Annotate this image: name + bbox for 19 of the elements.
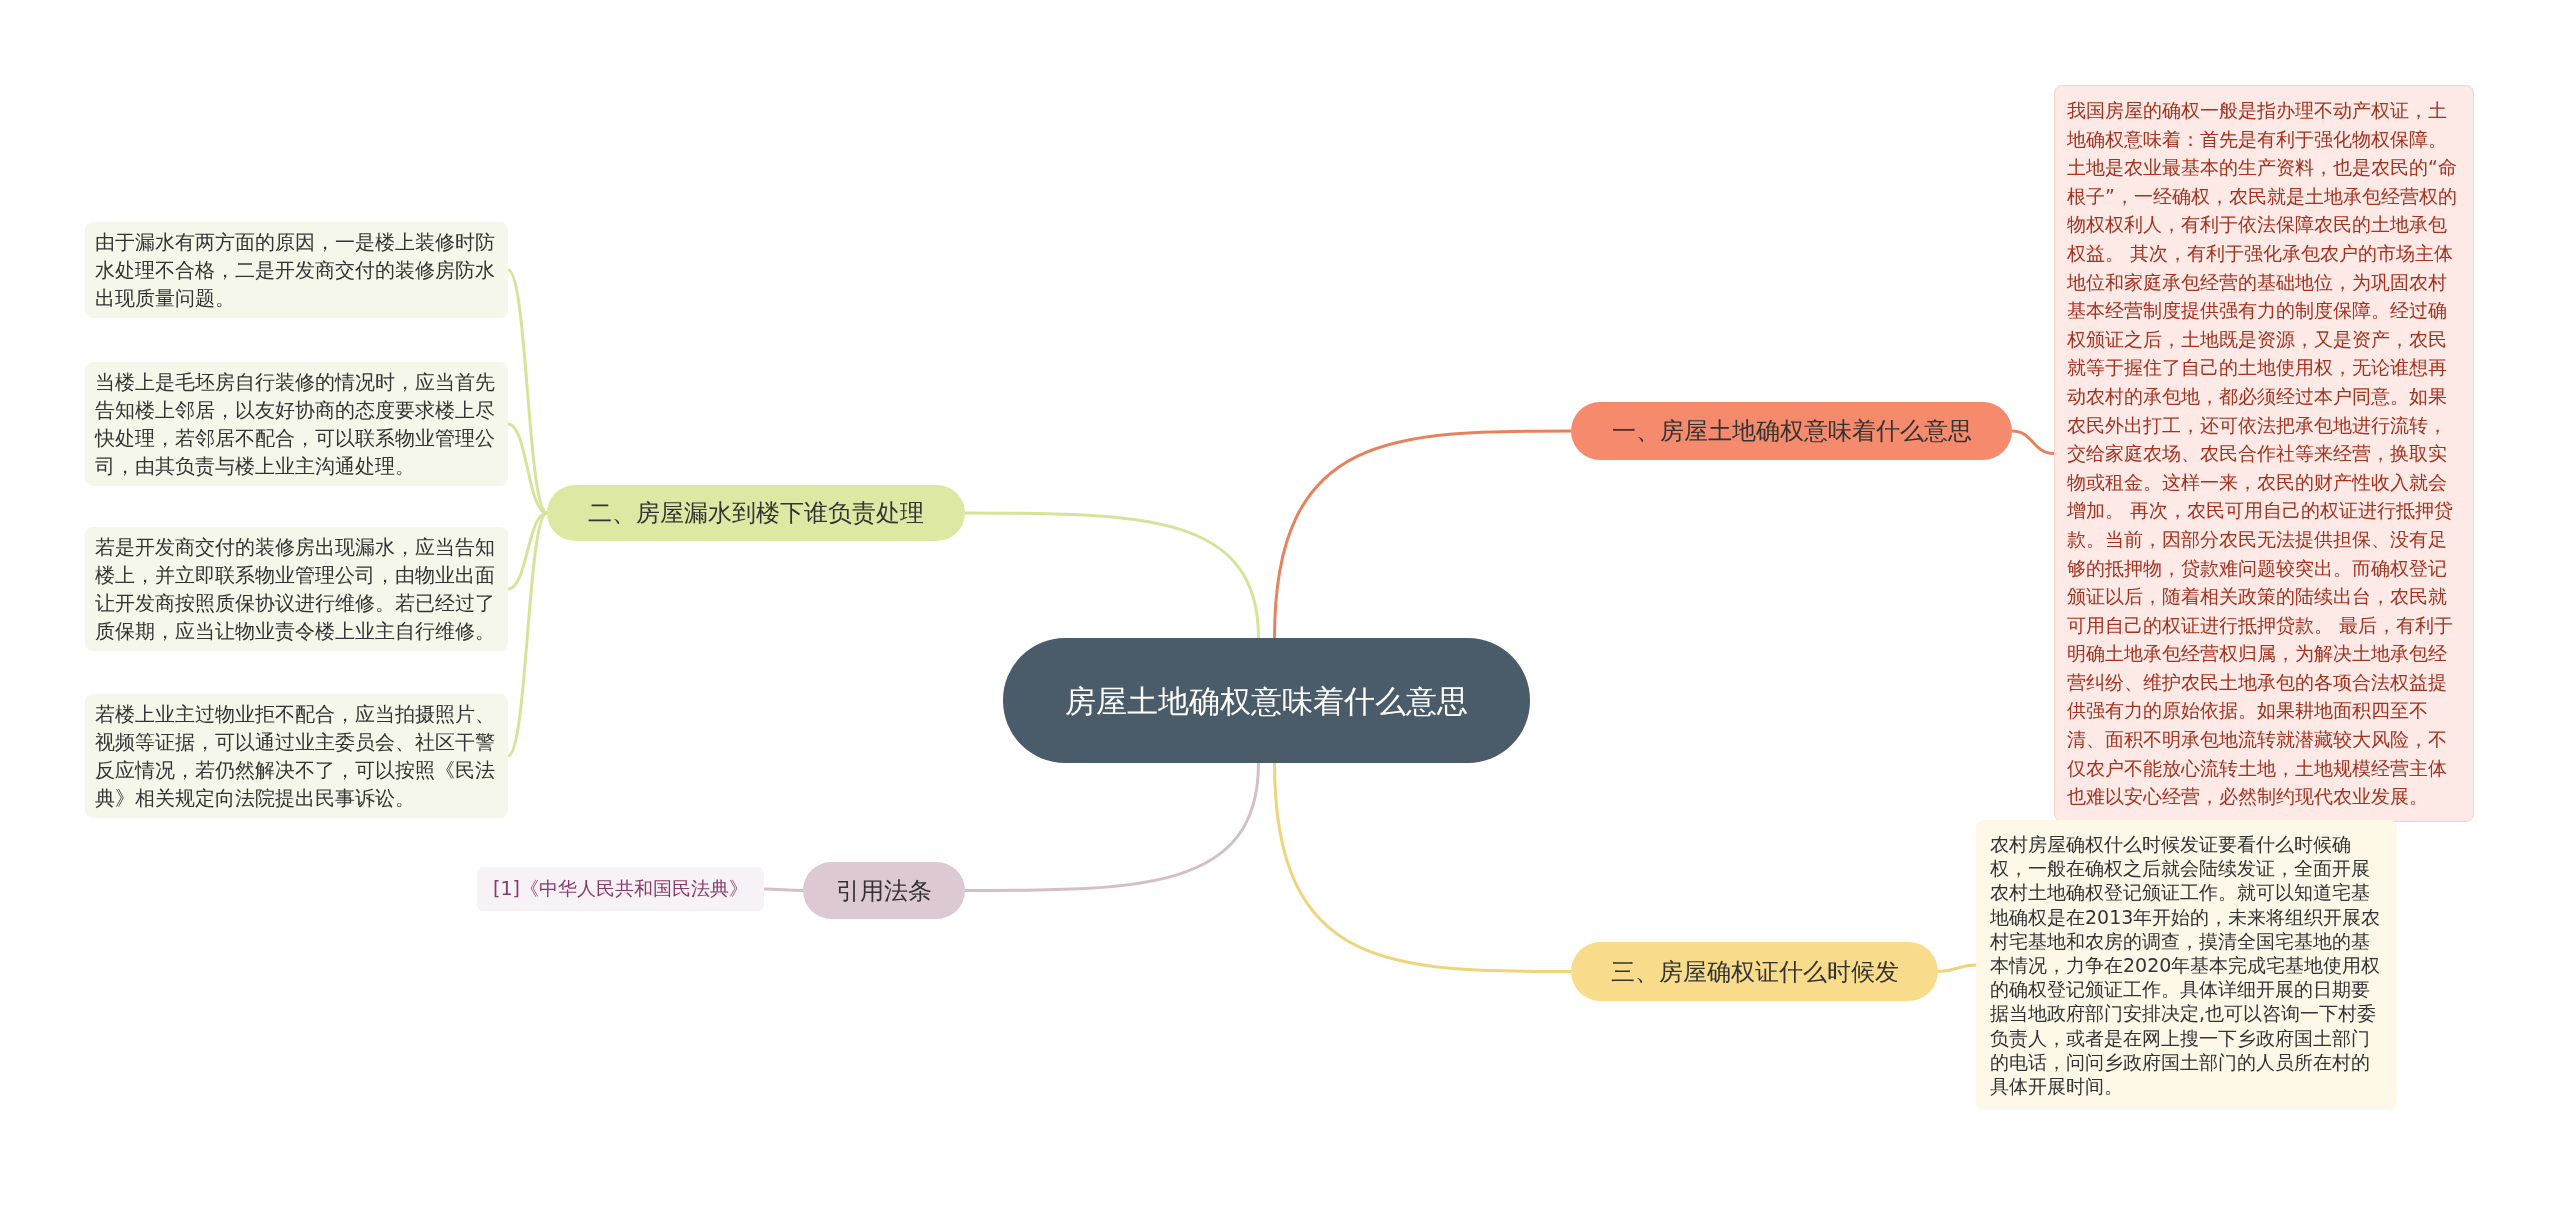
text-card: 农村房屋确权什么时候发证要看什么时候确权，一般在确权之后就会陆续发证，全面开展农村土地确权登记颁证工作。就可以知道宅基地确权是在2013年开始的，未来将组织开展农村宅基地和农房的调查，摸清全国宅基地的基本情况，力争在2020年基本完成宅基地使用权的确权登记颁证工作。具体详细开展的日期要据当地政府部门安排决定,也可以咨询一下村委负责人，或者是在网上搜一下乡政府国土部门的电话，问问乡政府国土部门的人员所在村的具体开展时间。 bbox=[1976, 820, 2397, 1111]
connector-line bbox=[2011, 429, 2055, 455]
connector-line bbox=[1273, 762, 1571, 973]
branch-label: 一、房屋土地确权意味着什么意思 bbox=[1571, 402, 2012, 460]
branch-label: 引用法条 bbox=[803, 862, 965, 919]
text-card: 由于漏水有两方面的原因，一是楼上装修时防水处理不合格，二是开发商交付的装修房防水出现质量问题。 bbox=[85, 222, 508, 318]
branch-label: 二、房屋漏水到楼下谁负责处理 bbox=[547, 485, 965, 541]
text-card: 若是开发商交付的装修房出现漏水，应当告知楼上，并立即联系物业管理公司，由物业出面让开发商按照质保协议进行维修。若已经过了质保期，应当让物业责令楼上业主自行维修。 bbox=[85, 527, 508, 651]
connector-line bbox=[764, 887, 803, 892]
text-card: 若楼上业主过物业拒不配合，应当拍摄照片、视频等证据，可以通过业主委员会、社区干警反应情况，若仍然解决不了，可以按照《民法典》相关规定向法院提出民事诉讼。 bbox=[85, 694, 508, 818]
central-topic-bubble: 房屋土地确权意味着什么意思 bbox=[1003, 638, 1530, 763]
connector-line bbox=[1273, 429, 1571, 639]
text-card: 当楼上是毛坯房自行装修的情况时，应当首先告知楼上邻居，以友好协商的态度要求楼上尽快处理，若邻居不配合，可以联系物业管理公司，由其负责与楼上业主沟通处理。 bbox=[85, 362, 508, 486]
connector-line bbox=[965, 762, 1260, 892]
text-card: 我国房屋的确权一般是指办理不动产权证，土地确权意味着：首先是有利于强化物权保障。土地是农业最基本的生产资料，也是农民的“命根子”，一经确权，农民就是土地承包经营权的物权权利人，有利于依法保障农民的土地承包权益。 其次，有利于强化承包农户的市场主体地位和家庭承包经营的基础地位，为巩固农村基本经营制度提供强有力的制度保障。经过确权颁证之后，土地既是资源，又是资产，农民就等于握住了自己的土地使用权，无论谁想再动农村的承包地，都必须经过本户同意。如果农民外出打工，还可依法把承包地进行流转，交给家庭农场、农民合作社等来经营，换取实物或租金。这样一来，农民的财产性收入就会增加。 再次，农民可用自己的权证进行抵押贷款。当前，因部分农民无法提供担保、没有足够的抵押物，贷款难问题较突出。而确权登记颁证以后，随着相关政策的陆续出台，农民就可用自己的权证进行抵押贷款。 最后，有利于明确土地承包经营权归属，为解决土地承包经营纠纷、维护农民土地承包的各项合法权益提供强有力的原始依据。如果耕地面积四至不清、面积不明承包地流转就潜藏较大风险，不仅农户不能放心流转土地，土地规模经营主体也难以安心经营，必然制约现代农业发展。 bbox=[2054, 85, 2474, 822]
connector-line bbox=[1937, 963, 1977, 973]
branch-label: 三、房屋确权证什么时候发 bbox=[1571, 942, 1938, 1001]
reference-tag: [1]《中华人民共和国民法典》 bbox=[477, 867, 764, 911]
connector-line bbox=[965, 511, 1260, 639]
